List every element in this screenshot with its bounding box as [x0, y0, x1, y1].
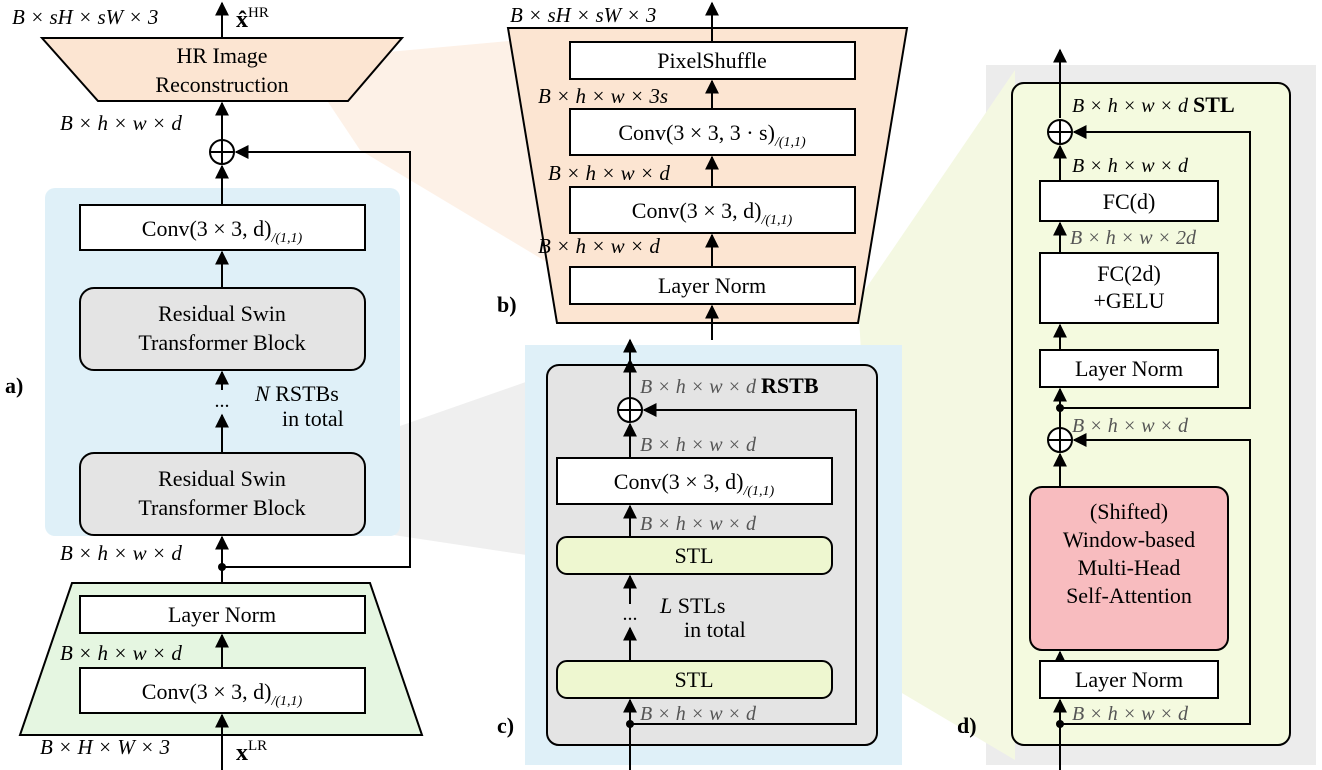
fc-d-label: FC(d)	[1103, 189, 1156, 214]
pixel-shuffle-box	[569, 41, 856, 80]
panel-d-label: d)	[957, 713, 977, 738]
rstb-bottom-line1: Residual Swin	[158, 466, 286, 491]
pixel-shuffle-label: PixelShuffle	[657, 48, 767, 73]
n-rstbs-label: N RSTBs	[254, 381, 339, 406]
msa-box	[1029, 486, 1229, 651]
stl-top-box	[556, 536, 833, 575]
panel-d: d) B × h × w × d STL B × h × w × d FC(d)…	[957, 48, 1291, 770]
msa-line2: Window-based	[1063, 527, 1195, 552]
conv-top-label: Conv(3 × 3, d)/(1,1)	[142, 216, 303, 246]
panel-c: c) B × h × w × d RSTB B × h × w × d Conv…	[497, 338, 878, 770]
rstb-ellipsis: ...	[215, 390, 230, 412]
dot-junction-icon	[1056, 404, 1064, 412]
rstb-top-line2: Transformer Block	[138, 330, 305, 355]
layer-norm-top-box	[1039, 349, 1219, 388]
reconstruction-detail-trapezoid	[506, 27, 909, 324]
conv-box	[556, 457, 833, 505]
conv-bottom-label: Conv(3 × 3, d)/(1,1)	[142, 679, 303, 709]
stl-bottom-box	[556, 660, 833, 699]
l-stls-label-2: in total	[684, 617, 746, 642]
panel-b: b) B × sH × sW × 3 PixelShuffle B × h × …	[497, 1, 909, 340]
hr-output-symbol: x̂HR	[236, 5, 269, 33]
rstb-top-line1: Residual Swin	[158, 301, 286, 326]
layer-norm-box	[79, 595, 366, 634]
panel-b-dim-2: B × h × w × d	[548, 161, 670, 185]
stl-ellipsis: ...	[623, 603, 638, 625]
rstb-bottom-line2: Transformer Block	[138, 495, 305, 520]
panel-a: a) B × sH × sW × 3 x̂HR HR Image Reconst…	[5, 1, 424, 770]
panel-c-dim-top: B × h × w × d RSTB	[640, 373, 819, 398]
layer-norm-top-label: Layer Norm	[1075, 356, 1183, 381]
hr-reconstruction-block	[39, 37, 405, 102]
rstb-skip-connection	[630, 403, 857, 725]
panel-a-dim-low: B × h × w × d	[60, 641, 182, 665]
hr-reconstruction-line1: HR Image	[176, 43, 267, 68]
hr-reconstruction-line2: Reconstruction	[155, 72, 288, 97]
lr-input-symbol: xLR	[236, 738, 267, 766]
fc-2d-line1: FC(2d)	[1097, 261, 1161, 286]
msa-line1: (Shifted)	[1090, 499, 1168, 524]
l-stls-label: L STLs	[659, 593, 725, 618]
dot-junction-icon	[218, 563, 226, 571]
panel-b-dim-1: B × h × w × 3s	[538, 84, 668, 108]
rstb-top-box	[79, 287, 366, 371]
stl-top-label: STL	[674, 543, 713, 568]
panel-c-dim-2: B × h × w × d	[640, 434, 757, 456]
conv-top-box	[79, 204, 366, 251]
panel-d-dim-bottom: B × h × w × d	[1072, 703, 1189, 725]
mlp-skip-connection	[1060, 125, 1251, 409]
msa-line4: Self-Attention	[1066, 583, 1192, 608]
conv-3s-box	[569, 108, 856, 156]
zoom-cone-a-to-b	[300, 40, 560, 270]
layer-norm-label: Layer Norm	[658, 273, 766, 298]
panel-d-dim-3: B × h × w × 2d	[1070, 227, 1197, 249]
panel-c-dim-3: B × h × w × d	[640, 513, 757, 535]
panel-d-dim-2: B × h × w × d	[1072, 155, 1189, 177]
stl-bottom-label: STL	[674, 667, 713, 692]
conv-bottom-box	[79, 667, 366, 714]
panel-a-dim-after-sum: B × h × w × d	[60, 111, 182, 135]
layer-norm-bottom-box	[1039, 660, 1219, 699]
fc-2d-line2: +GELU	[1093, 288, 1164, 313]
panel-c-label: c)	[497, 713, 514, 738]
panel-d-dim-top: B × h × w × d STL	[1072, 92, 1235, 117]
attention-skip-connection	[1060, 433, 1251, 725]
conv-d-box	[569, 186, 856, 234]
conv-label: Conv(3 × 3, d)/(1,1)	[614, 469, 775, 499]
panel-c-dim-bottom: B × h × w × d	[640, 703, 757, 725]
rstb-bottom-box	[79, 452, 366, 536]
panel-a-dim-top: B × sH × sW × 3	[12, 5, 158, 29]
panel-b-dim-top: B × sH × sW × 3	[510, 3, 656, 27]
panel-b-dim-3: B × h × w × d	[538, 234, 660, 258]
conv-3s-label: Conv(3 × 3, 3 · s)/(1,1)	[618, 120, 806, 150]
panel-a-dim-bottom: B × H × W × 3	[40, 735, 170, 759]
msa-line3: Multi-Head	[1078, 555, 1181, 580]
panel-a-dim-mid: B × h × w × d	[60, 541, 182, 565]
fc-2d-box	[1039, 252, 1219, 324]
global-skip-connection	[222, 145, 411, 568]
conv-d-label: Conv(3 × 3, d)/(1,1)	[632, 198, 793, 228]
layer-norm-box	[569, 266, 856, 305]
fc-d-box	[1039, 180, 1219, 222]
n-rstbs-label-2: in total	[282, 406, 344, 431]
layer-norm-bottom-label: Layer Norm	[1075, 667, 1183, 692]
panel-b-label: b)	[497, 292, 517, 317]
panel-d-dim-mid: B × h × w × d	[1072, 415, 1189, 437]
panel-a-label: a)	[5, 373, 23, 398]
layer-norm-label: Layer Norm	[168, 602, 276, 627]
